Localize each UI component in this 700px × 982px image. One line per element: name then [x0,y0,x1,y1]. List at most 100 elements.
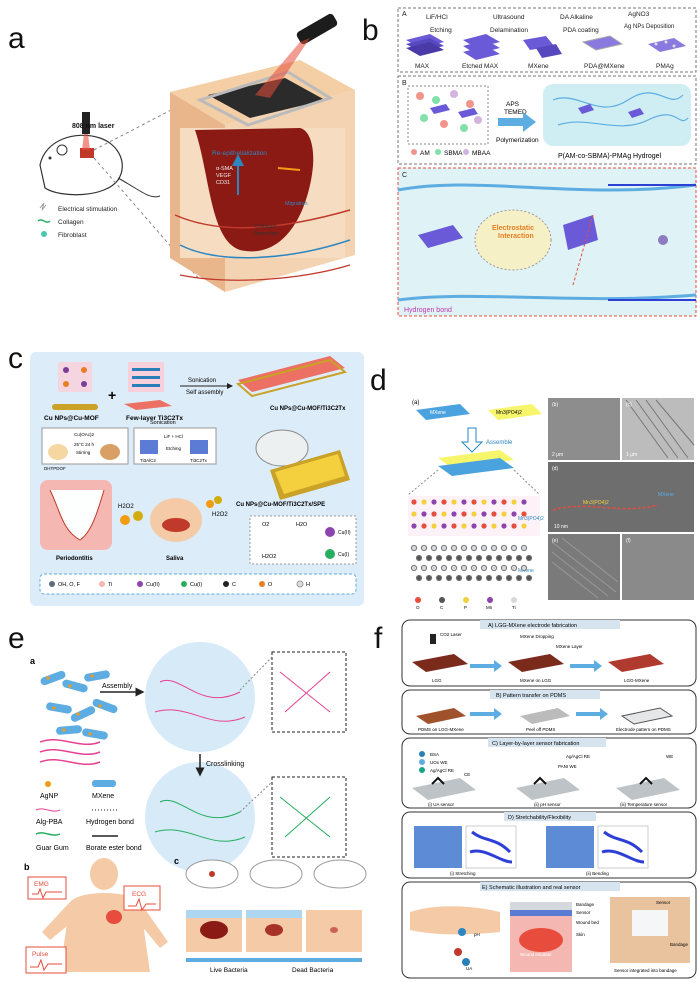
c-legend: OH, O, F Ti Cu(II) Cu(I) C O H [49,580,310,588]
agnp-dot [88,732,92,736]
e-leg-agnp: AgNP [40,793,59,800]
d-leg-3: P [464,605,467,610]
c-self-assembly: Self assembly [186,390,223,396]
f-E-9: pH [474,932,480,937]
c-bottle-2: Cu(OAc)2 [74,432,95,437]
lattice-atom [471,523,477,529]
b-material-sheets [406,34,686,60]
legend-collagen: Collagen [58,219,84,226]
b-electrostatic-1: Electrostatic [492,225,534,232]
b-mono-3: MBAA [472,150,491,157]
f-D-1: (i) Stretching [450,871,476,876]
lattice-atom [470,564,478,572]
mxene-rod [84,670,110,682]
c-leg-5: C [232,582,236,588]
lattice-atom [430,544,438,552]
f-E-10: UA [466,966,472,971]
lattice-atom [451,511,457,517]
d-leg-1: O [416,605,420,610]
b-init-1: APS [506,101,520,108]
lattice-atom [501,499,507,505]
e-leg-borate: Borate ester bond [86,845,142,852]
panel-c: c Cu NPs@Cu-MOF + Few-layer Ti3C2Tx Soni… [0,320,368,610]
c-leg-4: Cu(I) [190,582,202,588]
b-mat-1: MAX [415,63,430,70]
f-E-2: Sensor [576,910,591,915]
f-B-3: Electrode pattern on PDMS [616,727,671,732]
b-B: B [402,80,407,87]
b-mat-2: Etched MAX [462,63,499,70]
f-E-8: Sensor integrated into bandage [614,968,677,973]
f-A-5: MXene on LGG [520,678,552,683]
f-C-8: (i) UA sensor [428,802,455,807]
lattice-atom [491,511,497,517]
mxene-rod [62,679,88,693]
b-step-bot-1: Etching [430,27,452,34]
lattice-atom [525,554,533,562]
d-leg-2: C [440,605,444,610]
c-leg-3: Cu(II) [146,582,160,588]
panel-f: f A) LGG-MXene electrode fabrication CO2… [370,612,700,982]
lattice-atom [520,544,528,552]
f-C-4: CE [464,772,470,777]
lattice-atom [471,499,477,505]
lattice-atom [431,499,437,505]
lattice-atom [500,564,508,572]
collagen-dep-1: Collagen [255,224,277,230]
d-mn-2: Mn3(PO4)2 [518,516,544,522]
f-E-title: E) Schematic illustration and real senso… [482,885,581,891]
lattice-atom [450,564,458,572]
lattice-atom [460,564,468,572]
c-few-layer: Few-layer Ti3C2Tx [126,415,183,422]
lattice-atom [525,574,533,582]
b-mat-5: PMAg [656,63,674,70]
mxene-rod [70,706,96,722]
laser-label: 808 nm laser [72,123,115,130]
agnp-dot [68,684,72,688]
lattice-atom [430,564,438,572]
lattice-atom [471,511,477,517]
c-plus-symbol: + [108,387,116,403]
c-leg-2: Ti [108,582,112,588]
lattice-atom [451,523,457,529]
panel-label-d: d [370,364,387,397]
c-lif: LiF + HCl [164,434,183,439]
c-cu1: Cu(I) [338,552,349,558]
f-C-10: (iii) Temperature sensor [620,802,668,807]
f-A-1: CO2 Laser [440,632,462,637]
f-B-title: B) Pattern transfer on PDMS [496,693,566,699]
c-h2o2-3: H2O2 [262,554,276,560]
d-scale-1: 2 μm [552,452,563,458]
panel-e: e a Assembly Crosslinking AgNP MXene Alg… [0,612,390,982]
lattice-atom [501,523,507,529]
b-step-bot-4: Ag NPs Deposition [624,24,674,30]
lattice-atom [450,544,458,552]
lattice-atom [440,544,448,552]
lattice-atom [521,511,527,517]
c-cu-mof: Cu NPs@Cu-MOF [44,415,99,422]
lattice-atom [485,574,493,582]
lattice-atom [445,554,453,562]
lattice-atom [460,544,468,552]
lattice-atom [495,554,503,562]
e-leg-mxene: MXene [92,793,114,800]
lattice-atom [455,574,463,582]
skin-block [170,13,355,292]
lattice-atom [441,523,447,529]
e-skin-blocks [186,910,362,952]
c-leg-1: OH, O, F [58,582,81,588]
b-mono-2: SBMA [444,150,463,157]
b-step-top-4: AgNO3 [628,11,650,18]
lattice-atom [440,564,448,572]
d-tem-image-d [548,462,694,532]
c-cu-spe: Cu NPs@Cu-MOF/Ti3C2Tx/SPE [236,502,325,508]
legend-electrical: Electrical stimulation [58,206,118,213]
f-C-7: WE [666,754,673,759]
lattice-atom [480,544,488,552]
lattice-atom [505,554,513,562]
lattice-atom [520,564,528,572]
lattice-atom [425,554,433,562]
lattice-atom [415,554,423,562]
d-leg-4: Mn [486,605,493,610]
f-bend-photo [546,826,594,868]
